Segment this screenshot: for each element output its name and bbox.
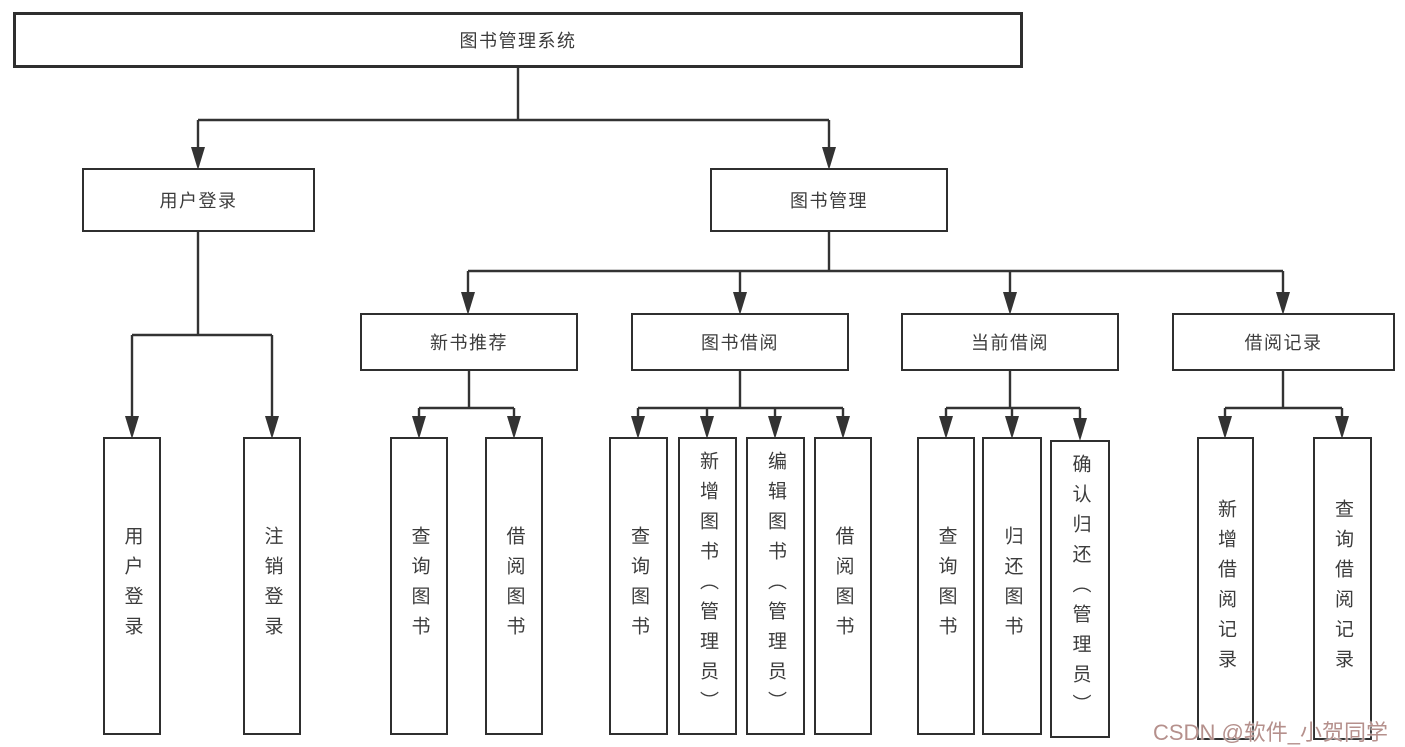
node-borrow-record: 借阅记录 (1172, 313, 1395, 371)
leaf-query-book-3: 查询图书 (917, 437, 975, 735)
leaf-logout: 注销登录 (243, 437, 301, 735)
node-book-mgmt-label: 图书管理 (790, 191, 868, 211)
node-user-login-label: 用户登录 (159, 191, 238, 211)
leaf-user-login-label: 用户登录 (121, 526, 143, 646)
node-current-borrow-label: 当前借阅 (971, 333, 1049, 353)
leaf-query-book-1: 查询图书 (390, 437, 448, 735)
leaf-query-borrow-record-label: 查询借阅记录 (1332, 498, 1353, 679)
node-book-borrow-label: 图书借阅 (701, 333, 779, 353)
leaf-user-login: 用户登录 (103, 437, 161, 735)
leaf-add-book-admin-label: 新增图书（管理员） (697, 451, 718, 721)
leaf-borrow-book-1: 借阅图书 (485, 437, 543, 735)
node-root-label: 图书管理系统 (459, 31, 577, 51)
leaf-return-book: 归还图书 (982, 437, 1042, 735)
leaf-query-borrow-record: 查询借阅记录 (1313, 437, 1372, 740)
connector-paths (130, 68, 1344, 418)
leaf-query-book-3-label: 查询图书 (935, 526, 957, 646)
leaf-borrow-book-1-label: 借阅图书 (503, 526, 525, 646)
leaf-edit-book-admin-label: 编辑图书（管理员） (765, 451, 786, 721)
leaf-borrow-book-2-label: 借阅图书 (832, 526, 854, 646)
node-current-borrow: 当前借阅 (901, 313, 1119, 371)
leaf-borrow-book-2: 借阅图书 (814, 437, 872, 735)
node-root: 图书管理系统 (13, 12, 1023, 68)
leaf-add-book-admin: 新增图书（管理员） (678, 437, 737, 735)
leaf-edit-book-admin: 编辑图书（管理员） (746, 437, 805, 735)
leaf-confirm-return-admin-label: 确认归还（管理员） (1069, 454, 1091, 724)
node-new-book-rec: 新书推荐 (360, 313, 578, 371)
leaf-query-book-1-label: 查询图书 (408, 526, 430, 646)
leaf-query-book-2: 查询图书 (609, 437, 668, 735)
node-new-book-rec-label: 新书推荐 (430, 333, 508, 353)
node-book-mgmt: 图书管理 (710, 168, 948, 232)
node-borrow-record-label: 借阅记录 (1244, 333, 1323, 353)
leaf-confirm-return-admin: 确认归还（管理员） (1050, 440, 1110, 738)
arrowhead-icons (125, 147, 1349, 441)
leaf-add-borrow-record-label: 新增借阅记录 (1215, 498, 1236, 679)
leaf-logout-label: 注销登录 (261, 526, 283, 646)
leaf-return-book-label: 归还图书 (1001, 526, 1023, 646)
leaf-query-book-2-label: 查询图书 (628, 526, 649, 646)
node-book-borrow: 图书借阅 (631, 313, 849, 371)
node-user-login: 用户登录 (82, 168, 315, 232)
leaf-add-borrow-record: 新增借阅记录 (1197, 437, 1254, 740)
csdn-watermark: CSDN @软件_小贺同学 (1153, 720, 1389, 745)
